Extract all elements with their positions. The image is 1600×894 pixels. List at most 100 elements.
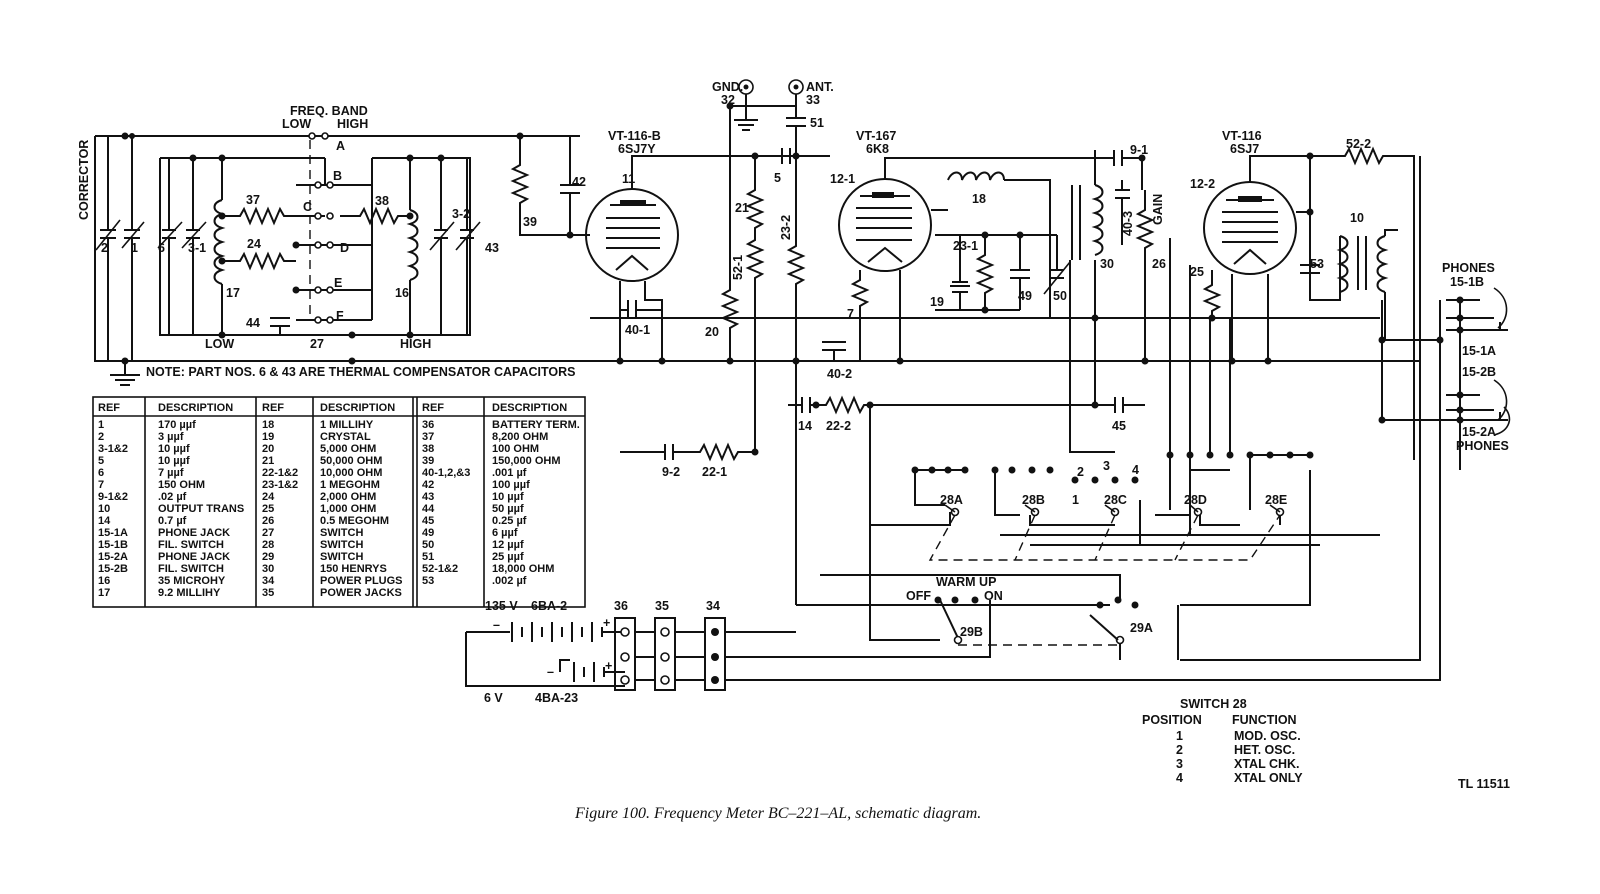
svg-text:15-1A: 15-1A bbox=[1462, 344, 1496, 358]
freq-band-title: FREQ. BAND bbox=[290, 104, 368, 118]
svg-text:28A: 28A bbox=[940, 493, 963, 507]
svg-text:1: 1 bbox=[1072, 493, 1079, 507]
table-cell-ref: 17 bbox=[98, 587, 110, 599]
switch28-function: XTAL ONLY bbox=[1234, 771, 1303, 785]
tube-12-1 bbox=[838, 157, 1110, 361]
table-cell-ref: 18 bbox=[262, 419, 274, 431]
svg-text:POSITION: POSITION bbox=[1142, 713, 1202, 727]
svg-text:+: + bbox=[605, 659, 612, 673]
svg-text:16: 16 bbox=[395, 286, 409, 300]
table-cell-ref: 20 bbox=[262, 443, 274, 455]
table-cell-ref: 21 bbox=[262, 455, 274, 467]
thermal-note: NOTE: PART NOS. 6 & 43 ARE THERMAL COMPE… bbox=[146, 365, 575, 379]
table-cell-ref: 16 bbox=[98, 575, 110, 587]
battery-lv-type: 4BA-23 bbox=[535, 691, 578, 705]
table-cell-description: 1 MILLIHY bbox=[320, 419, 374, 431]
svg-text:9-2: 9-2 bbox=[662, 465, 680, 479]
svg-text:+: + bbox=[603, 616, 610, 630]
low-label: LOW bbox=[205, 337, 234, 351]
table-cell-description: 10 µµf bbox=[158, 443, 190, 455]
table-cell-ref: 15-1A bbox=[98, 527, 128, 539]
battery-section bbox=[465, 617, 1441, 691]
svg-text:9-1: 9-1 bbox=[1130, 143, 1148, 157]
svg-text:REF: REF bbox=[262, 402, 284, 414]
table-cell-description: 2,000 OHM bbox=[320, 491, 376, 503]
switch28-position: 1 bbox=[1176, 729, 1183, 743]
switch28-position: 3 bbox=[1176, 757, 1183, 771]
svg-text:F: F bbox=[336, 309, 344, 323]
svg-text:35: 35 bbox=[655, 599, 669, 613]
phones-top-label: PHONES bbox=[1442, 261, 1495, 275]
svg-text:26: 26 bbox=[1152, 257, 1166, 271]
table-cell-ref: 3-1&2 bbox=[98, 443, 128, 455]
table-cell-description: PHONE JACK bbox=[158, 551, 230, 563]
table-cell-description: 3 µµf bbox=[158, 431, 184, 443]
tl-number: TL 11511 bbox=[1458, 777, 1510, 791]
table-cell-description: 5,000 OHM bbox=[320, 443, 376, 455]
switch28-function: HET. OSC. bbox=[1234, 743, 1295, 757]
warm-up-switch-29 bbox=[796, 405, 1311, 660]
table-cell-ref: 34 bbox=[262, 575, 275, 587]
table-cell-description: 10 µµf bbox=[158, 455, 190, 467]
table-cell-description: .02 µf bbox=[158, 491, 187, 503]
freq-band-low: LOW bbox=[282, 117, 311, 131]
table-cell-ref: 15-2A bbox=[98, 551, 128, 563]
table-cell-description: 150 HENRYS bbox=[320, 563, 387, 575]
svg-text:23-2: 23-2 bbox=[779, 215, 793, 240]
table-cell-description: 150,000 OHM bbox=[492, 455, 560, 467]
svg-text:DESCRIPTION: DESCRIPTION bbox=[492, 402, 567, 414]
table-cell-description: 9.2 MILLIHY bbox=[158, 587, 221, 599]
svg-text:28E: 28E bbox=[1265, 493, 1287, 507]
table-cell-ref: 24 bbox=[262, 491, 275, 503]
table-cell-ref: 2 bbox=[98, 431, 104, 443]
table-cell-description: POWER JACKS bbox=[320, 587, 402, 599]
svg-text:43: 43 bbox=[485, 241, 499, 255]
svg-text:20: 20 bbox=[705, 325, 719, 339]
table-cell-description: 8,200 OHM bbox=[492, 431, 548, 443]
switch28-function: MOD. OSC. bbox=[1234, 729, 1301, 743]
svg-text:28C: 28C bbox=[1104, 493, 1127, 507]
table-cell-description: 100 OHM bbox=[492, 443, 539, 455]
parts-table: REF DESCRIPTION REF DESCRIPTION REF DESC… bbox=[92, 396, 586, 608]
table-cell-description: OUTPUT TRANS bbox=[158, 503, 244, 515]
table-cell-description: FIL. SWITCH bbox=[158, 539, 224, 551]
table-cell-description: 35 MICROHY bbox=[158, 575, 226, 587]
table-cell-ref: 25 bbox=[262, 503, 274, 515]
svg-text:DESCRIPTION: DESCRIPTION bbox=[158, 402, 233, 414]
middle-wiring bbox=[590, 79, 1461, 661]
tuning-section bbox=[94, 132, 1420, 386]
table-cell-ref: 52-1&2 bbox=[422, 563, 458, 575]
svg-text:29A: 29A bbox=[1130, 621, 1153, 635]
table-cell-description: 6 µµf bbox=[492, 527, 518, 539]
table-cell-ref: 44 bbox=[422, 503, 435, 515]
svg-text:3-1: 3-1 bbox=[188, 241, 206, 255]
table-cell-description: 170 µµf bbox=[158, 419, 196, 431]
svg-text:36: 36 bbox=[614, 599, 628, 613]
table-cell-ref: 42 bbox=[422, 479, 434, 491]
high-label: HIGH bbox=[400, 337, 431, 351]
table-cell-ref: 7 bbox=[98, 479, 104, 491]
svg-text:–: – bbox=[493, 618, 500, 632]
svg-text:15-2A: 15-2A bbox=[1462, 425, 1496, 439]
svg-text:30: 30 bbox=[1100, 257, 1114, 271]
table-cell-description: FIL. SWITCH bbox=[158, 563, 224, 575]
svg-text:REF: REF bbox=[98, 402, 120, 414]
warm-up-title: WARM UP bbox=[936, 575, 996, 589]
svg-text:44: 44 bbox=[246, 316, 260, 330]
labels: CORRECTOR FREQ. BAND LOW HIGH A B C D E … bbox=[77, 80, 1509, 705]
phone-jacks bbox=[1446, 287, 1511, 436]
svg-text:19: 19 bbox=[930, 295, 944, 309]
svg-text:51: 51 bbox=[810, 116, 824, 130]
svg-text:45: 45 bbox=[1112, 419, 1126, 433]
switch28-position: 2 bbox=[1176, 743, 1183, 757]
svg-text:A: A bbox=[336, 139, 345, 153]
svg-text:10: 10 bbox=[1350, 211, 1364, 225]
svg-text:37: 37 bbox=[246, 193, 260, 207]
table-cell-description: SWITCH bbox=[320, 551, 363, 563]
table-cell-ref: 19 bbox=[262, 431, 274, 443]
svg-text:DESCRIPTION: DESCRIPTION bbox=[320, 402, 395, 414]
table-cell-description: 10 µµf bbox=[492, 491, 524, 503]
table-cell-ref: 40-1,2,&3 bbox=[422, 467, 470, 479]
switch28-function: XTAL CHK. bbox=[1234, 757, 1300, 771]
